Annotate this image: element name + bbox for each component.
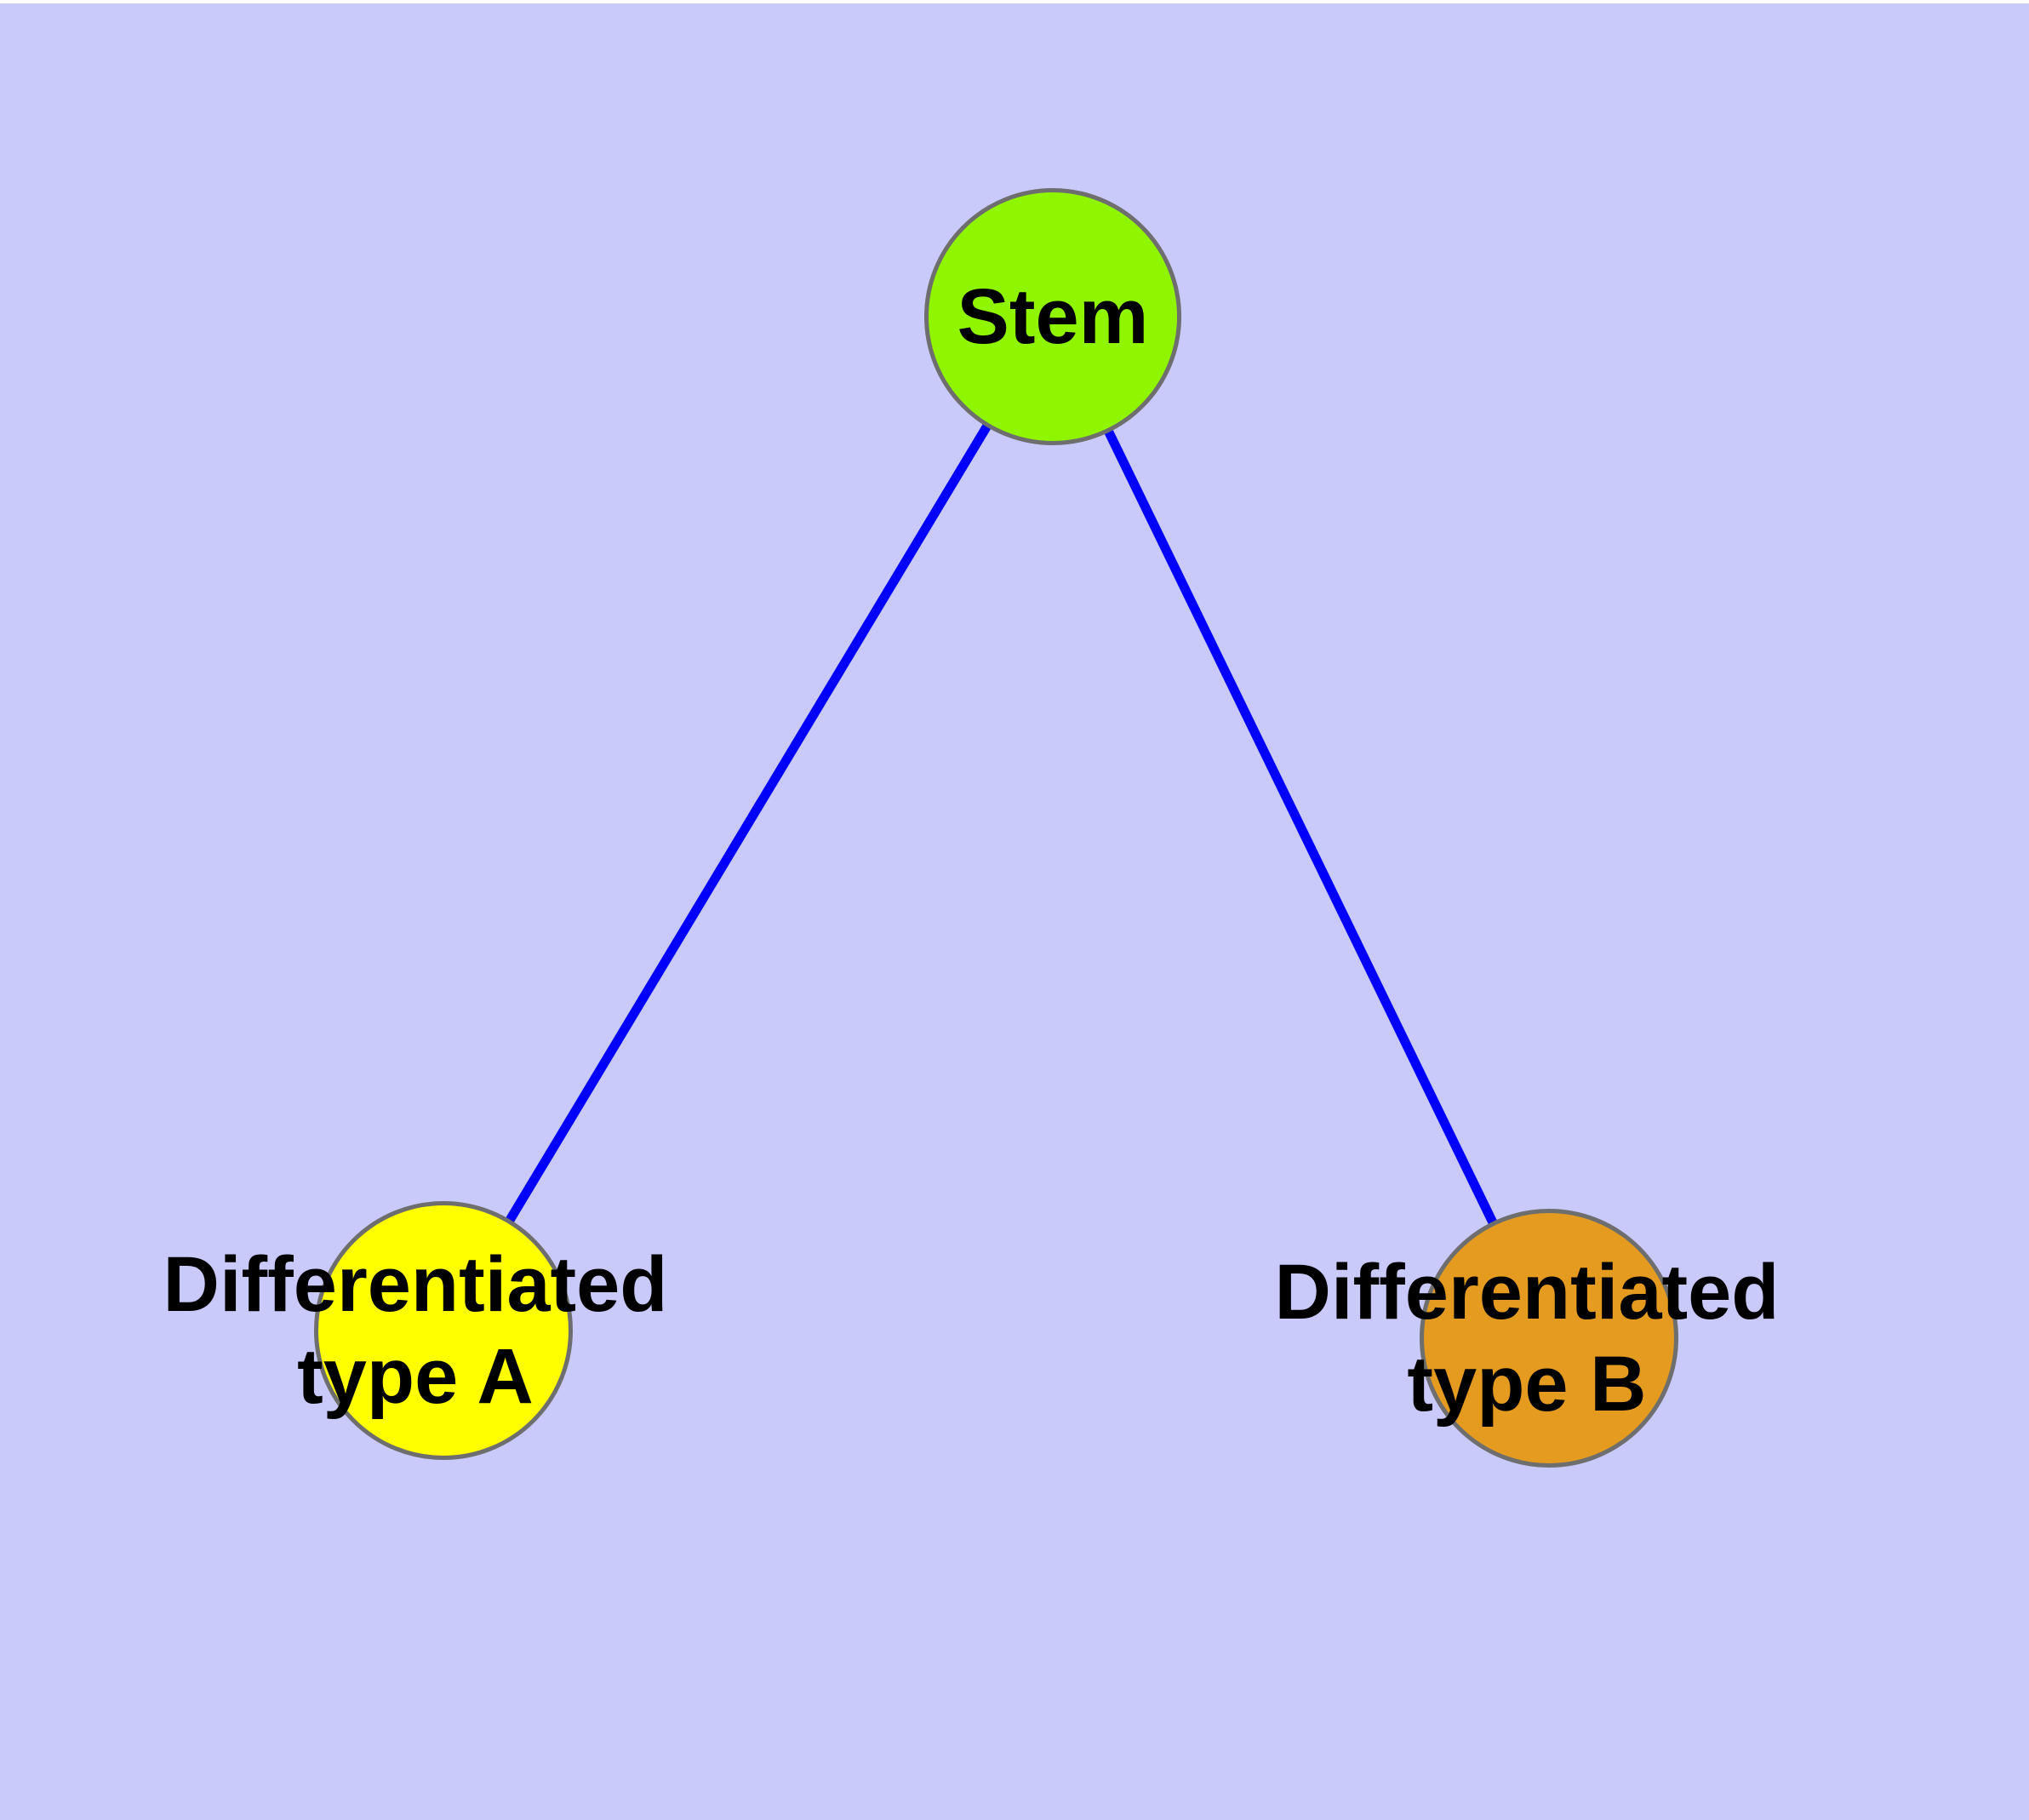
node-stem-label: Stem [670,271,1436,363]
node-differentiated-type-b-circle [1420,1209,1678,1468]
edge-stem-to-type-b [1049,314,1553,1341]
node-differentiated-type-b-label: Differentiated type B [1144,1246,1910,1430]
node-stem-label-line: Stem [957,273,1149,360]
node-b-label-line-2: type B [1407,1341,1647,1428]
top-margin-strip [0,0,2029,3]
node-differentiated-type-a-circle [314,1201,573,1460]
node-b-label-line-1: Differentiated [1274,1249,1780,1336]
edge-stem-to-type-a [439,314,1057,1333]
node-stem-circle [924,188,1181,445]
node-a-label-line-2: type A [297,1333,534,1420]
node-a-label-line-1: Differentiated [163,1241,668,1328]
node-differentiated-type-a-label: Differentiated type A [32,1239,798,1422]
